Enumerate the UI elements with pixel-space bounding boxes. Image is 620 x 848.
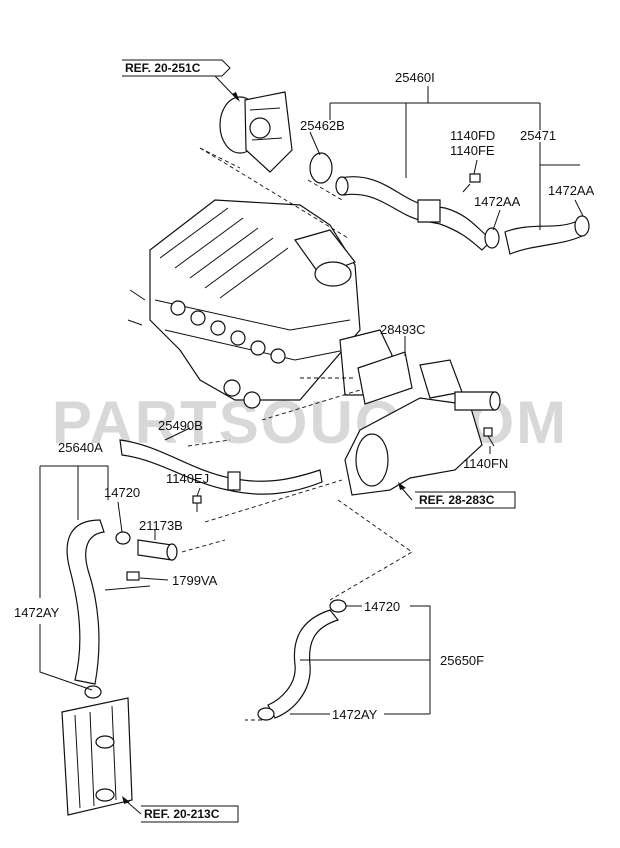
part-label-25460i[interactable]: 25460I xyxy=(395,70,435,85)
bolt-icon xyxy=(483,427,495,447)
assembly-lines xyxy=(181,147,413,721)
ref-box-20-213c[interactable]: REF. 20-213C xyxy=(122,796,239,823)
part-label-25462b[interactable]: 25462B xyxy=(300,118,345,133)
ref-label: REF. 28-283C xyxy=(419,493,495,507)
oil-cooler-hose xyxy=(66,519,105,685)
part-label-1140fe[interactable]: 1140FE xyxy=(450,143,495,158)
part-label-1799va[interactable]: 1799VA xyxy=(172,573,218,588)
harness-clip xyxy=(104,571,151,591)
part-label-1140ej[interactable]: 1140EJ xyxy=(166,471,209,486)
upper-water-hose xyxy=(335,176,493,251)
ref-label: REF. 20-251C xyxy=(125,61,201,75)
part-label-1472aa[interactable]: 1472AA xyxy=(548,183,595,198)
part-label-1140fd[interactable]: 1140FD xyxy=(450,128,495,143)
part-label-1140fn[interactable]: 1140FN xyxy=(463,456,508,471)
water-pipe xyxy=(119,439,323,495)
engine-head-illustration xyxy=(127,199,393,409)
water-pump-illustration xyxy=(219,91,293,173)
part-label-25650f[interactable]: 25650F xyxy=(440,653,484,668)
part-label-21173b[interactable]: 21173B xyxy=(139,518,183,533)
part-label-28493c[interactable]: 28493C xyxy=(380,322,426,337)
bolt-icon xyxy=(462,173,481,193)
part-label-25471[interactable]: 25471 xyxy=(520,128,556,143)
o-ring xyxy=(309,152,333,184)
part-labels: 25460I 25462B 1140FD 1140FE 25471 1472AA… xyxy=(14,70,595,722)
part-label-25640a[interactable]: 25640A xyxy=(58,440,103,455)
part-label-1472ay[interactable]: 1472AY xyxy=(14,605,60,620)
part-label-14720[interactable]: 14720 xyxy=(104,485,140,500)
hose-clamp-icon xyxy=(257,599,347,721)
ref-box-20-251c[interactable]: REF. 20-251C xyxy=(122,59,240,102)
lower-water-hose xyxy=(267,609,340,719)
hose-fitting xyxy=(137,539,178,561)
oil-cooler-illustration xyxy=(61,697,133,816)
bolt-icon xyxy=(192,495,202,512)
ref-box-28-283c[interactable]: REF. 28-283C xyxy=(398,482,516,509)
part-label-14720[interactable]: 14720 xyxy=(364,599,400,614)
ref-label: REF. 20-213C xyxy=(144,807,220,821)
gasket xyxy=(357,351,413,405)
hose-clamp-icon xyxy=(484,215,590,249)
part-label-25490b[interactable]: 25490B xyxy=(158,418,203,433)
leader-lines xyxy=(39,86,584,715)
thermostat-housing-illustration xyxy=(344,359,501,496)
radiator-hose xyxy=(504,221,583,255)
part-label-1472aa[interactable]: 1472AA xyxy=(474,194,521,209)
part-label-1472ay[interactable]: 1472AY xyxy=(332,707,378,722)
